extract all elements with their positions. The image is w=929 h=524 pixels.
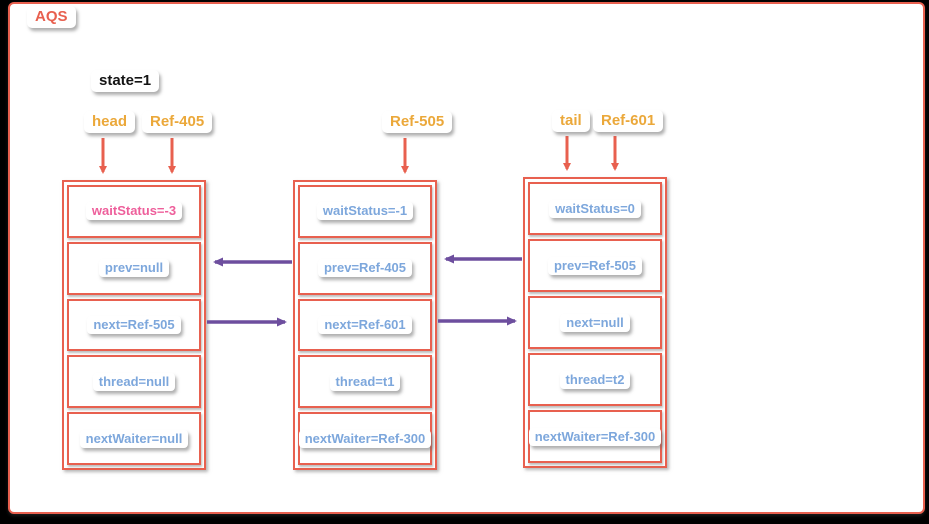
cell-prev-value: prev=Ref-405 xyxy=(317,259,413,278)
cell-prev: prev=Ref-405 xyxy=(298,241,432,295)
cell-nextwaiter: nextWaiter=Ref-300 xyxy=(298,412,432,465)
pointer-label-tail: tail xyxy=(552,110,590,133)
cell-nextwaiter-value: nextWaiter=Ref-300 xyxy=(298,429,432,448)
aqs-node-ref-601: waitStatus=0 prev=Ref-505 next=null thre… xyxy=(523,177,667,468)
pointer-label-ref-405: Ref-405 xyxy=(142,111,213,134)
pointer-label-ref-601: Ref-601 xyxy=(593,110,664,133)
cell-nextwaiter: nextWaiter=Ref-300 xyxy=(528,410,662,463)
cell-waitstatus: waitStatus=-3 xyxy=(67,185,201,238)
aqs-node-ref-405: waitStatus=-3 prev=null next=Ref-505 thr… xyxy=(62,180,206,470)
aqs-node-ref-505: waitStatus=-1 prev=Ref-405 next=Ref-601 … xyxy=(293,180,437,470)
cell-next: next=Ref-601 xyxy=(298,298,432,352)
cell-next: next=null xyxy=(528,296,662,349)
cell-thread: thread=t1 xyxy=(298,355,432,409)
cell-waitstatus-value: waitStatus=-3 xyxy=(85,202,183,221)
cell-nextwaiter-value: nextWaiter=null xyxy=(79,429,189,448)
cell-prev: prev=Ref-505 xyxy=(528,239,662,292)
cell-next-value: next=null xyxy=(560,313,630,332)
cell-waitstatus-value: waitStatus=-1 xyxy=(316,202,414,221)
pointer-label-ref-505: Ref-505 xyxy=(382,111,453,134)
cell-nextwaiter: nextWaiter=null xyxy=(67,412,201,465)
cell-thread-value: thread=null xyxy=(92,372,176,391)
cell-prev-value: prev=Ref-505 xyxy=(547,256,643,275)
state-label: state=1 xyxy=(91,70,160,93)
cell-prev-value: prev=null xyxy=(98,259,170,278)
cell-thread: thread=t2 xyxy=(528,353,662,406)
cell-next-value: next=Ref-601 xyxy=(318,315,412,334)
cell-prev: prev=null xyxy=(67,241,201,295)
cell-waitstatus: waitStatus=0 xyxy=(528,182,662,235)
cell-next: next=Ref-505 xyxy=(67,298,201,352)
diagram-title: AQS xyxy=(27,6,76,29)
cell-thread-value: thread=t2 xyxy=(559,370,631,389)
cell-nextwaiter-value: nextWaiter=Ref-300 xyxy=(528,427,662,446)
cell-thread-value: thread=t1 xyxy=(329,372,401,391)
cell-waitstatus-value: waitStatus=0 xyxy=(549,199,641,218)
pointer-label-head: head xyxy=(84,111,136,134)
cell-thread: thread=null xyxy=(67,355,201,409)
cell-next-value: next=Ref-505 xyxy=(87,315,181,334)
cell-waitstatus: waitStatus=-1 xyxy=(298,185,432,238)
